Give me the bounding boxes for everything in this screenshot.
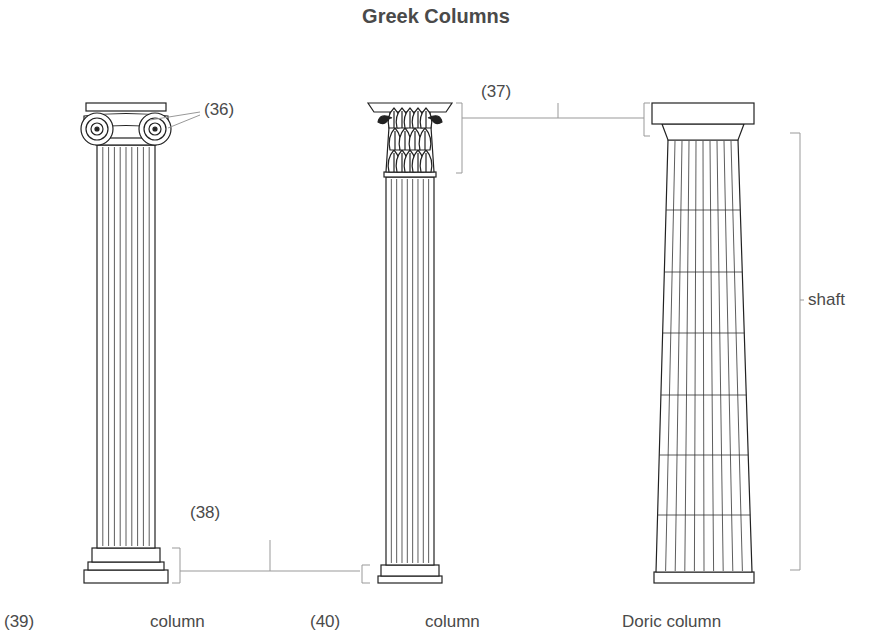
leader-lines [150,103,804,583]
doric-column [652,103,754,583]
ionic-volute [81,113,113,145]
ionic-column [81,103,171,583]
corinthian-column [368,103,452,583]
doric-step [654,572,754,583]
ionic-base [92,548,160,562]
corinthian-plinth [378,576,442,583]
acanthus-leaves [378,108,442,172]
ionic-shaft [97,145,155,548]
ionic-torus [88,562,164,570]
column-label: column [425,612,480,632]
corinthian-base [381,565,439,576]
doric-abacus [652,103,754,124]
callout-number: (38) [190,503,220,523]
ionic-plinth [84,570,168,583]
callout-number: (36) [204,100,234,120]
corinthian-shaft [386,177,434,565]
doric-shaft [656,140,752,572]
part-name: shaft [808,290,845,310]
column-label: column [150,612,205,632]
doric-echinus [662,124,744,140]
callout-number: (37) [481,82,511,102]
title: Greek Columns [362,4,510,28]
column-label: Doric column [622,612,721,632]
callout-number: (39) [4,612,34,632]
callout-number: (40) [310,612,340,632]
flutes [103,141,750,571]
ionic-abacus [86,103,166,111]
